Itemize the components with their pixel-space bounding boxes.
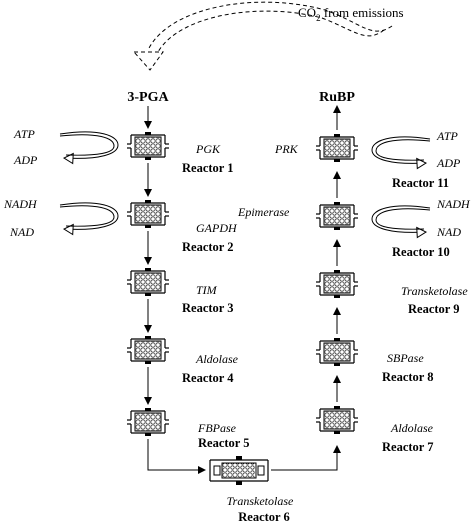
cofactor-atp-left: ATP xyxy=(13,127,36,141)
reactor-label-2: Reactor 2 xyxy=(182,240,233,254)
reactor-11 xyxy=(315,133,359,163)
reactor-label-1: Reactor 1 xyxy=(182,161,233,175)
reactor-8 xyxy=(315,337,359,367)
reactor-label-11: Reactor 11 xyxy=(392,176,449,190)
enzyme-label-5: FBPase xyxy=(197,421,237,435)
cofactor-nadh-left: NADH xyxy=(3,197,38,211)
enzyme-label-8: SBPase xyxy=(387,351,424,365)
cofactor-loop-left-2 xyxy=(59,202,119,236)
cofactor-nadh-right: NADH xyxy=(436,197,471,211)
reactor-label-8: Reactor 8 xyxy=(382,370,433,384)
cofactor-atp-right: ATP xyxy=(436,129,459,143)
cofactor-adp-right: ADP xyxy=(436,156,461,170)
reactor-label-10: Reactor 10 xyxy=(392,245,450,259)
cofactor-nad-right: NAD xyxy=(436,225,461,239)
enzyme-label-11: PRK xyxy=(274,142,299,156)
reactor-3 xyxy=(126,267,170,297)
enzyme-label-1: PGK xyxy=(195,142,221,156)
reactor-label-4: Reactor 4 xyxy=(182,371,234,385)
enzyme-label-2: GAPDH xyxy=(196,221,238,235)
co2-label: CO2 from emissions xyxy=(298,5,404,23)
reactor-5 xyxy=(126,407,170,437)
reactor-label-9: Reactor 9 xyxy=(408,302,459,316)
reactor-label-6: Reactor 6 xyxy=(238,510,289,524)
reactor-9 xyxy=(315,269,359,299)
reactor-10 xyxy=(315,201,359,231)
reactor-label-3: Reactor 3 xyxy=(182,301,233,315)
enzyme-label-3: TIM xyxy=(196,283,218,297)
enzyme-label-7: Aldolase xyxy=(390,421,434,435)
reactor-6 xyxy=(209,456,269,485)
enzyme-label-4: Aldolase xyxy=(195,352,239,366)
reactor-label-7: Reactor 7 xyxy=(382,440,433,454)
co2-inflow-arrow xyxy=(132,1,393,71)
start-metabolite-label: 3-PGA xyxy=(127,90,169,105)
enzyme-label-9: Transketolase xyxy=(401,284,468,298)
right-flow-arrows xyxy=(271,105,341,471)
cofactor-loop-right-2 xyxy=(371,205,431,239)
cofactor-adp-left: ADP xyxy=(13,153,38,167)
left-flow-arrows xyxy=(144,106,206,474)
reactor-4 xyxy=(126,335,170,365)
reactor-2 xyxy=(126,199,170,229)
cofactor-nad-left: NAD xyxy=(9,225,34,239)
cofactor-loop-right-1 xyxy=(371,136,431,170)
reactor-7 xyxy=(315,405,359,435)
end-metabolite-label: RuBP xyxy=(319,90,355,105)
cofactor-loop-left-1 xyxy=(59,131,119,165)
reactor-1 xyxy=(126,131,170,161)
enzyme-label-10: Epimerase xyxy=(237,205,290,219)
reactor-label-5: Reactor 5 xyxy=(198,436,249,450)
enzyme-label-6: Transketolase xyxy=(227,494,294,508)
